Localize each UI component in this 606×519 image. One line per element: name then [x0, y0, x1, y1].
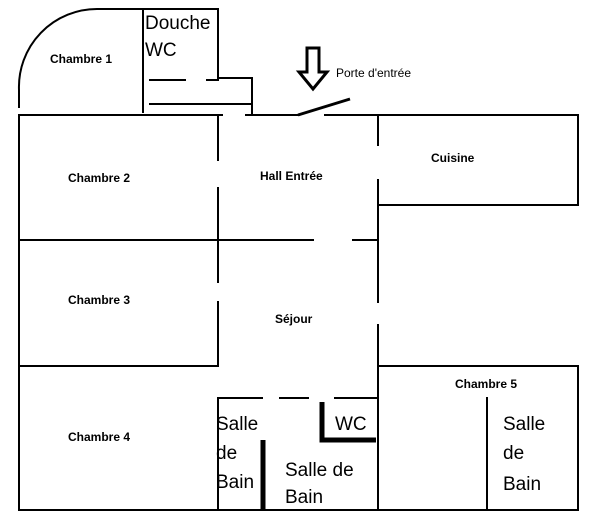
room-label-hall: Hall Entrée: [260, 169, 323, 183]
room-label-sdb-right-3: Bain: [503, 474, 541, 495]
room-label-sdb-right-2: de: [503, 443, 524, 464]
room-label-sdb-right-1: Salle: [503, 414, 545, 435]
room-label-chambre1: Chambre 1: [50, 52, 112, 66]
room-label-wc-bottom: WC: [335, 414, 367, 435]
arrow-down-icon: [295, 46, 331, 92]
room-label-sdb-center-2: Bain: [285, 487, 323, 508]
entrance-label: Porte d'entrée: [336, 66, 411, 80]
room-label-douche-wc: WC: [145, 40, 177, 61]
room-label-chambre2: Chambre 2: [68, 171, 130, 185]
entrance-door: [297, 97, 351, 117]
room-label-chambre3: Chambre 3: [68, 293, 130, 307]
wall-wc-thick: [319, 402, 376, 443]
room-label-chambre4: Chambre 4: [68, 430, 130, 444]
room-label-sdb-left-2: de: [216, 443, 237, 464]
room-label-sdb-left-1: Salle: [216, 414, 258, 435]
room-label-sdb-center-1: Salle de: [285, 460, 354, 481]
thick-walls: [260, 402, 376, 510]
room-label-sdb-left-3: Bain: [216, 472, 254, 493]
walls: [17, 8, 579, 511]
room-label-chambre5: Chambre 5: [455, 377, 517, 391]
room-label-sejour: Séjour: [275, 312, 313, 326]
chambre1-curved-wall: [17, 8, 144, 108]
room-label-cuisine: Cuisine: [431, 151, 475, 165]
room-label-douche: Douche: [145, 13, 211, 34]
